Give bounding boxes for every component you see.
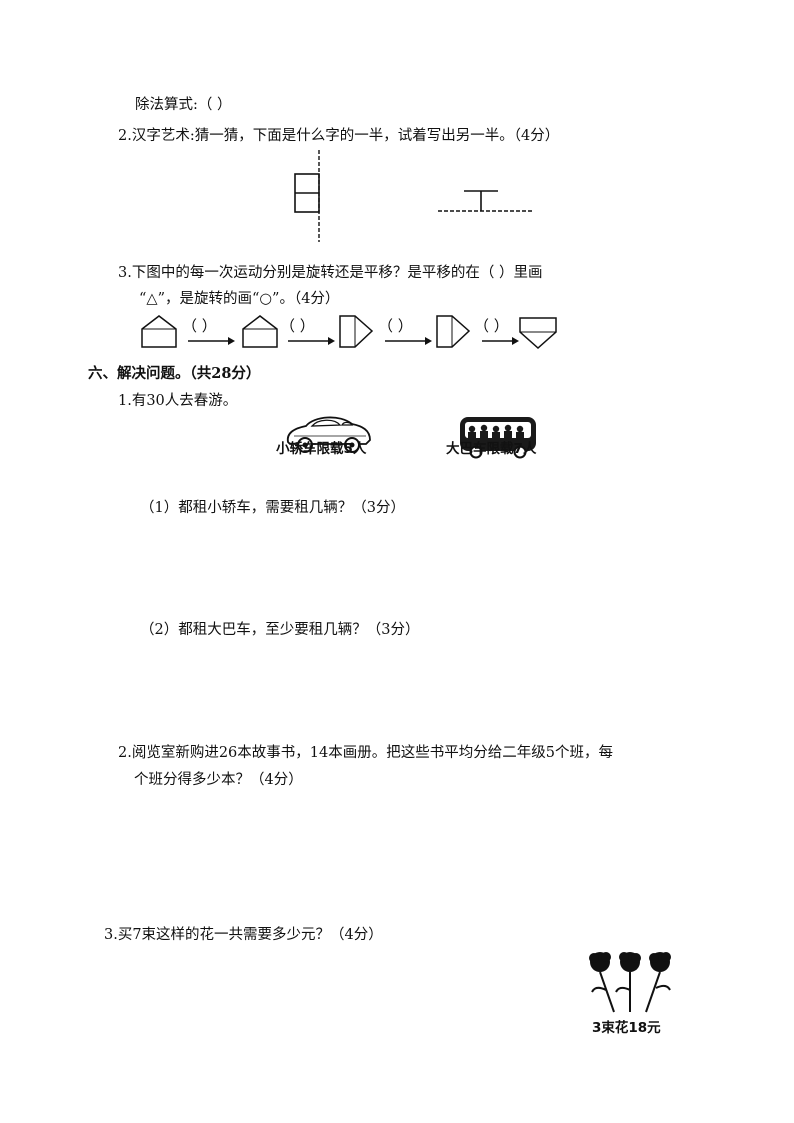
question-6-1-sub2: （2）都租大巴车，至少要租几辆？（3分） [140,622,420,638]
half-character-left-figure [294,150,320,242]
car-icon [286,416,371,453]
half-character-right-figure [438,190,532,212]
answer-paren-4[interactable]: （ ） [474,317,509,335]
section-6-heading: 六、解决问题。（共28分） [88,365,261,382]
bus-icon [460,417,536,459]
pentagon-shape-icon [436,315,471,348]
arrow-icon [188,337,235,345]
pentagon-shape-icon [519,317,557,350]
question-5-3-line1: 3.下图中的每一次运动分别是旋转还是平移？是平移的在（ ）里画 [118,265,543,281]
question-6-1-sub1: （1）都租小轿车，需要租几辆？（3分） [140,500,405,516]
question-5-3-line2: “△”，是旋转的画“○”。（4分） [139,291,340,307]
question-5-2-text: 2.汉字艺术:猜一猜，下面是什么字的一半，试着写出另一半。（4分） [118,128,560,144]
motion-sequence-figure [141,315,557,350]
division-formula-line: 除法算式:（ ） [135,97,232,113]
arrow-icon [288,337,335,345]
pentagon-shape-icon [141,315,177,348]
answer-paren-2[interactable]: （ ） [280,317,315,335]
question-6-1-text: 1.有30人去春游。 [118,393,238,409]
question-6-2-line2: 个班分得多少本？（4分） [134,772,303,788]
question-6-2-line1: 2.阅览室新购进26本故事书，14本画册。把这些书平均分给二年级5个班，每 [118,745,613,761]
pentagon-shape-icon [339,315,374,348]
question-6-3-text: 3.买7束这样的花一共需要多少元？（4分） [104,927,383,943]
answer-paren-3[interactable]: （ ） [378,317,413,335]
pentagon-shape-icon [242,315,278,348]
bus-caption: 大巴车限载7人 [446,441,537,457]
answer-paren-1[interactable]: （ ） [182,317,217,335]
car-caption: 小轿车限载5人 [276,441,367,457]
flower-bouquet-icon [589,952,671,1013]
arrow-icon [482,337,519,345]
flower-caption: 3束花18元 [592,1020,661,1036]
arrow-icon [385,337,432,345]
